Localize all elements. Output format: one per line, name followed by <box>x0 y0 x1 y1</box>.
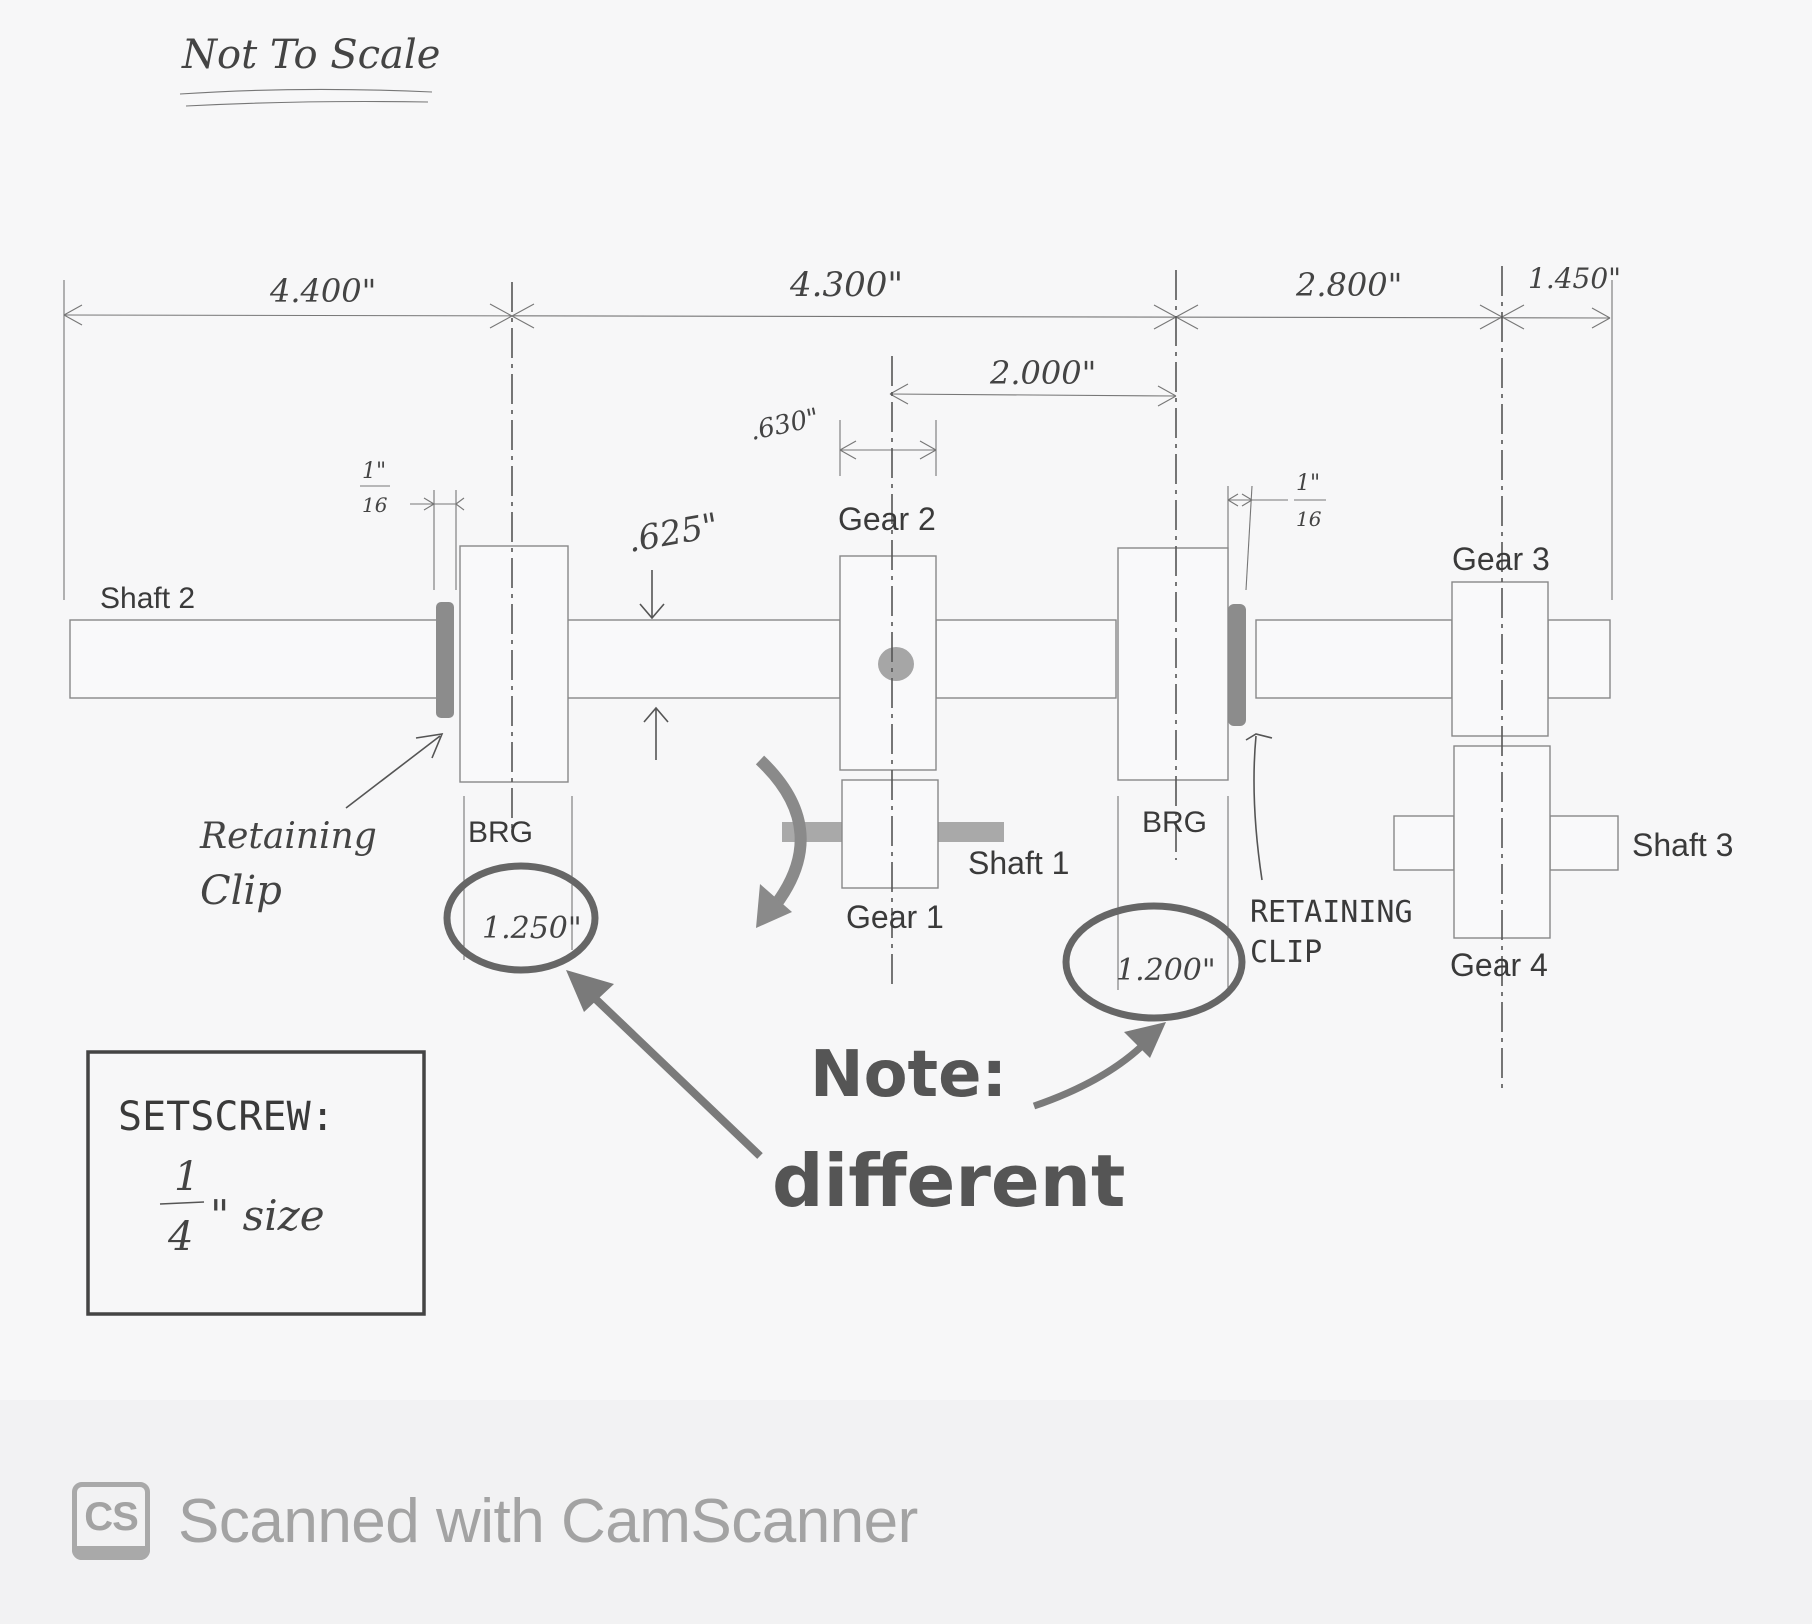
bearing-right-label: BRG <box>1142 806 1207 839</box>
gear-4-label: Gear 4 <box>1450 947 1548 983</box>
overall-dimension-chain <box>63 280 1613 600</box>
dimension-625: .625" <box>625 506 722 561</box>
bearing-left-width-circle <box>443 862 599 974</box>
shaft-3-label: Shaft 3 <box>1632 827 1733 863</box>
shaft-2-label: Shaft 2 <box>100 582 195 615</box>
setscrew-fraction-den: 4 <box>167 1214 193 1260</box>
clip-right-fraction-num: 1" <box>1296 471 1320 496</box>
note-heading: Note: <box>810 1038 1007 1112</box>
setscrew-heading: SETSCREW: <box>118 1094 335 1140</box>
note-arrowhead-left <box>566 970 614 1012</box>
note-arrow-left <box>579 983 763 1159</box>
retaining-clip-left-label-1: Retaining <box>199 816 377 857</box>
bearing-width-lines <box>463 796 1229 990</box>
dimension-630: .630" <box>747 403 822 447</box>
dimension-clip-left <box>410 490 465 590</box>
centerlines <box>511 266 1503 1090</box>
bearing-right <box>1117 547 1229 781</box>
shaft-1-body-right <box>938 822 1004 842</box>
shaft-2-body <box>69 619 1611 699</box>
shaft-1-label: Shaft 1 <box>968 845 1069 881</box>
camscanner-logo-icon: CS <box>72 1482 150 1560</box>
dimension-4400: 4.400" <box>269 272 376 310</box>
retaining-clip-left-leader <box>345 732 444 809</box>
dimension-clip-right <box>1227 485 1288 591</box>
bearing-right-width: 1.200" <box>1116 953 1216 988</box>
setscrew-fraction-num: 1 <box>174 1154 199 1200</box>
title-underline <box>179 88 433 107</box>
dimension-4300: 4.300" <box>789 265 903 305</box>
shaft-3-body-left <box>1393 815 1455 871</box>
bearing-left-label: BRG <box>468 816 533 849</box>
dimension-625-arrows <box>639 570 669 760</box>
gear-3-label: Gear 3 <box>1452 541 1550 577</box>
gear-2-label: Gear 2 <box>838 501 936 537</box>
setscrew-fraction-bar <box>159 1201 205 1205</box>
clip-left-fraction-den: 16 <box>362 493 388 517</box>
retaining-clip-left-label-2: Clip <box>200 868 282 914</box>
dimension-630-line <box>839 420 937 476</box>
bearing-right-width-circle <box>1062 902 1246 1022</box>
dimension-1450: 1.450" <box>1528 262 1621 295</box>
setscrew-size-text: " size <box>210 1191 325 1240</box>
camscanner-watermark-text: Scanned with CamScanner <box>178 1487 918 1556</box>
retaining-clip-right-label-1: RETAINING <box>1250 895 1413 930</box>
shaft-3-body-right <box>1549 815 1619 871</box>
retaining-clip-right <box>1228 604 1246 726</box>
dimension-2000: 2.000" <box>989 354 1096 392</box>
rotation-arrowhead <box>756 884 792 928</box>
dimension-2800: 2.800" <box>1295 266 1402 304</box>
note-arrowhead-right <box>1124 1022 1166 1058</box>
setscrew-box <box>86 1050 426 1316</box>
note-arrow-right <box>1032 1035 1153 1110</box>
clip-right-fraction-den: 16 <box>1296 507 1322 531</box>
gear-1-label: Gear 1 <box>846 899 944 935</box>
bearing-left-width: 1.250" <box>482 911 582 946</box>
retaining-clip-right-label-2: CLIP <box>1250 935 1322 970</box>
bearing-left <box>459 545 569 783</box>
camscanner-logo-text: CS <box>84 1495 139 1539</box>
retaining-clip-right-leader <box>1245 733 1273 881</box>
scanner-footer <box>0 1400 1812 1624</box>
gear-1-body <box>841 779 939 889</box>
title-not-to-scale: Not To Scale <box>181 32 440 78</box>
rotation-arrow <box>755 755 807 916</box>
gear-3-body <box>1451 581 1549 737</box>
dimension-2000-line <box>889 383 1177 407</box>
note-body: different <box>772 1139 1125 1223</box>
shaft-1-body-left <box>782 822 842 842</box>
retaining-clip-left <box>436 602 454 718</box>
setscrew-hole <box>878 647 914 681</box>
clip-left-fraction-num: 1" <box>362 459 386 484</box>
